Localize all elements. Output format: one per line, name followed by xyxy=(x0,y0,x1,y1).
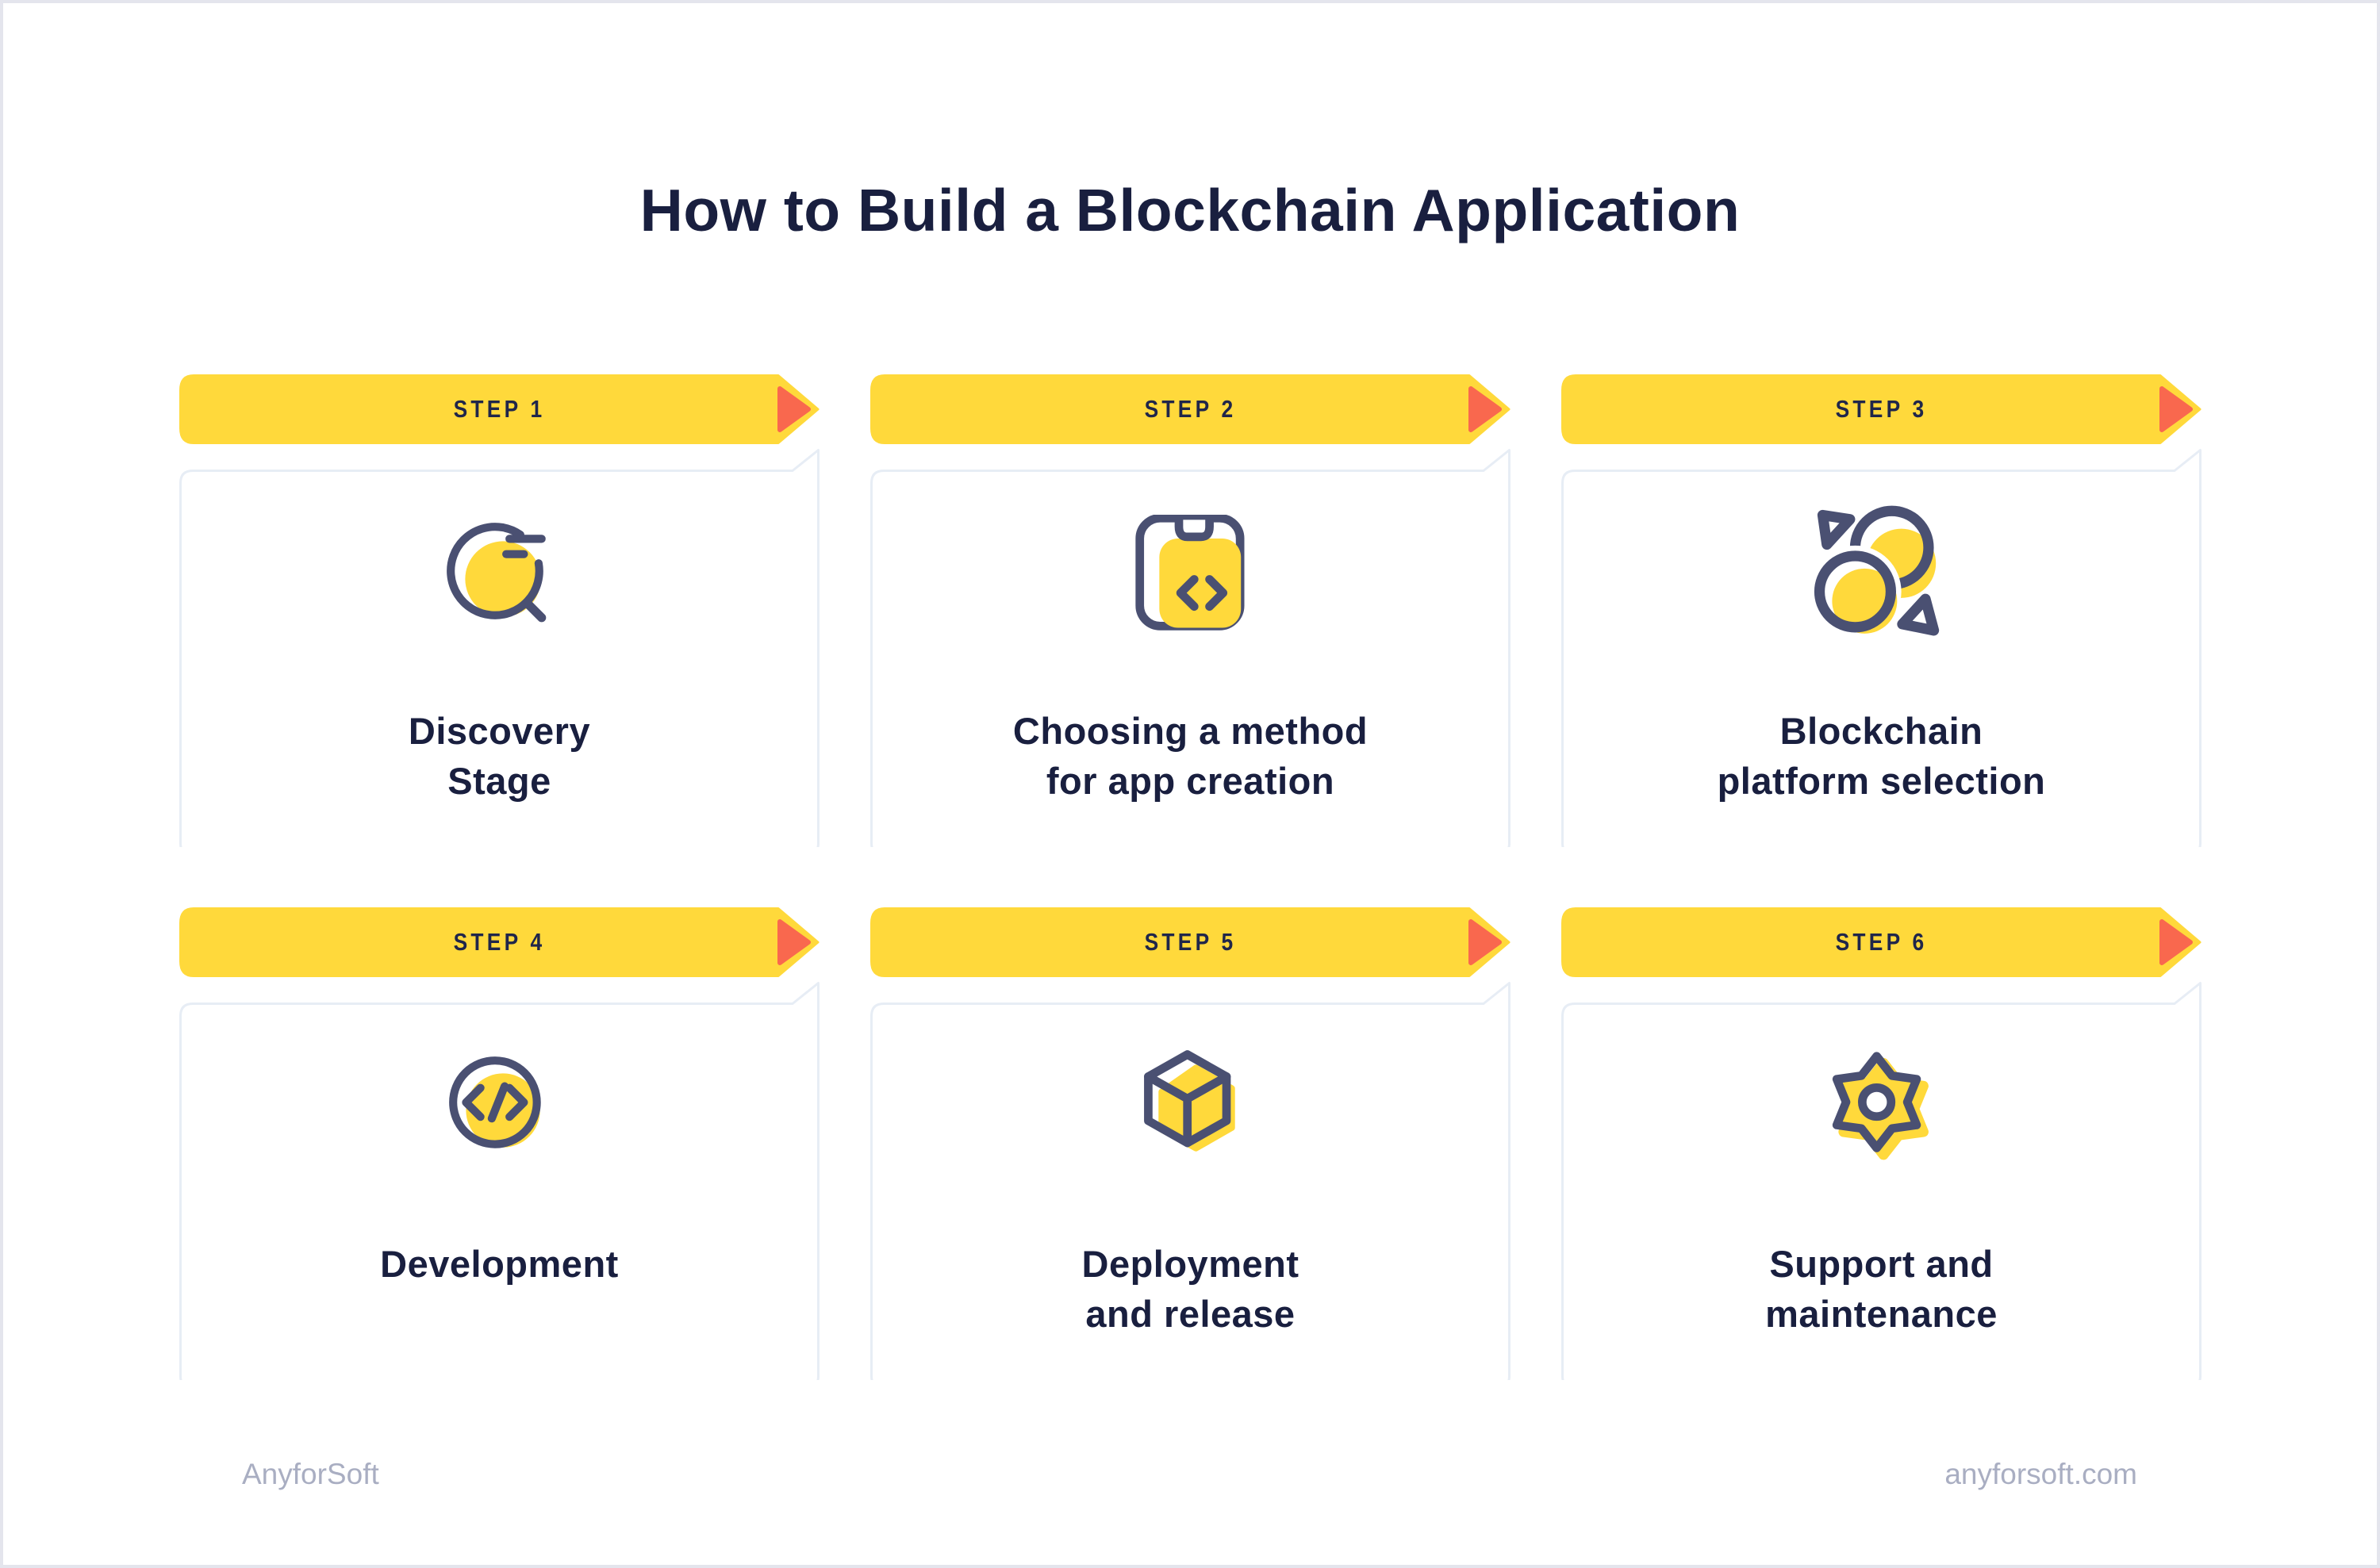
step-title: Development xyxy=(380,1243,619,1285)
page-title: How to Build a Blockchain Application xyxy=(639,177,1741,243)
step-badge: STEP 5 xyxy=(1144,928,1237,956)
step-title: Support and maintenance xyxy=(1765,1243,1998,1335)
card-outline xyxy=(870,449,1511,847)
step-card-4: STEP 4 Development xyxy=(179,907,820,1380)
card-outline xyxy=(179,449,820,847)
gear-icon xyxy=(1561,1045,2202,1168)
step-ribbon-4: STEP 4 xyxy=(179,907,820,977)
step-card-6: STEP 6 Support and maintenance xyxy=(1561,907,2202,1380)
step-card-body-1: Discovery Stage xyxy=(179,449,820,847)
step-title: Deployment and release xyxy=(1081,1243,1299,1335)
ribbon-banner-shape xyxy=(1561,907,2202,977)
cube-icon xyxy=(870,1045,1511,1168)
ribbon-banner-shape xyxy=(1561,374,2202,444)
code-circle-icon xyxy=(179,1045,820,1168)
magnifier-icon xyxy=(179,512,820,635)
step-ribbon-1: STEP 1 xyxy=(179,374,820,444)
ribbon-arrow-icon xyxy=(777,919,811,965)
phone-code-icon xyxy=(870,512,1511,635)
coins-icon xyxy=(1561,505,2202,638)
step-card-1: STEP 1 Discovery Stage xyxy=(179,374,820,847)
ribbon-arrow-icon xyxy=(2159,919,2193,965)
step-card-5: STEP 5 Deployment and release xyxy=(870,907,1511,1380)
step-badge: STEP 4 xyxy=(453,928,546,956)
step-card-body-3: Blockchain platform selection xyxy=(1561,449,2202,847)
ribbon-arrow-icon xyxy=(2159,386,2193,432)
step-ribbon-6: STEP 6 xyxy=(1561,907,2202,977)
step-badge: STEP 3 xyxy=(1835,395,1928,423)
ribbon-banner-shape xyxy=(179,374,820,444)
step-card-body-5: Deployment and release xyxy=(870,982,1511,1380)
card-outline xyxy=(1561,982,2202,1380)
step-card-body-2: Choosing a method for app creation xyxy=(870,449,1511,847)
ribbon-arrow-icon xyxy=(1468,919,1502,965)
ribbon-arrow-icon xyxy=(777,386,811,432)
ribbon-arrow-icon xyxy=(1468,386,1502,432)
card-outline xyxy=(179,982,820,1380)
step-card-body-6: Support and maintenance xyxy=(1561,982,2202,1380)
ribbon-banner-shape xyxy=(870,374,1511,444)
step-ribbon-5: STEP 5 xyxy=(870,907,1511,977)
steps-grid: STEP 1 Discovery Stage xyxy=(179,374,2202,1380)
brand-label: AnyforSoft xyxy=(242,1458,379,1490)
step-badge: STEP 1 xyxy=(453,395,546,423)
step-card-3: STEP 3 Blockchain xyxy=(1561,374,2202,847)
step-card-2: STEP 2 Choosing a method for app creatio… xyxy=(870,374,1511,847)
ribbon-banner-shape xyxy=(870,907,1511,977)
ribbon-banner-shape xyxy=(179,907,820,977)
step-badge: STEP 6 xyxy=(1835,928,1928,956)
step-title: Choosing a method for app creation xyxy=(1012,710,1368,802)
card-outline xyxy=(870,982,1511,1380)
step-title: Discovery Stage xyxy=(408,710,591,802)
step-card-body-4: Development xyxy=(179,982,820,1380)
step-ribbon-2: STEP 2 xyxy=(870,374,1511,444)
card-outline xyxy=(1561,449,2202,847)
step-badge: STEP 2 xyxy=(1144,395,1237,423)
step-title: Blockchain platform selection xyxy=(1717,710,2046,802)
step-ribbon-3: STEP 3 xyxy=(1561,374,2202,444)
website-link[interactable]: anyforsoft.com xyxy=(1944,1458,2137,1490)
